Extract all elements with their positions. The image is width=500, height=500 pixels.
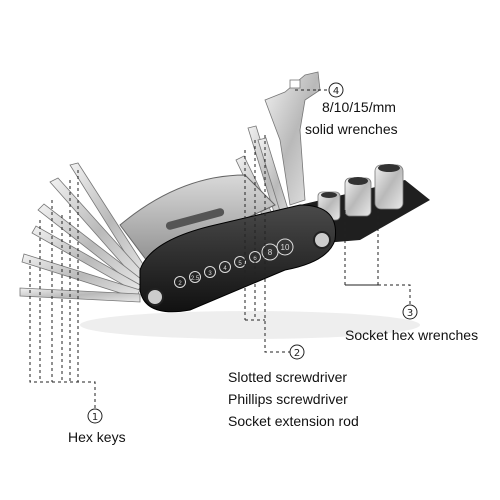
handle-size-marking: 5: [238, 261, 242, 267]
handle-size-ring: [234, 256, 246, 268]
handle-size-marking: 3: [208, 271, 212, 277]
callout-1-number: 1: [92, 412, 98, 423]
callout-4-line-1: 8/10/15/mm: [322, 99, 396, 115]
handle-size-marking: 10: [281, 243, 290, 252]
handle-size-marking: 2.5: [191, 276, 200, 282]
handle-size-marking: 4: [223, 266, 227, 272]
callout-3-number: 3: [407, 308, 413, 319]
callout-2-number: 2: [294, 348, 300, 359]
callout-badges: 4 3 2 1: [87, 82, 418, 424]
plate-slot: [165, 208, 225, 230]
tool-shadow: [80, 311, 420, 339]
callout-4-line-2: solid wrenches: [305, 121, 398, 137]
callout-2-line-1: Slotted screwdriver: [228, 369, 348, 385]
handle-size-ring: [174, 276, 186, 288]
solid-wrench: [264, 71, 321, 206]
handle-size-marking: 6: [253, 256, 257, 262]
hex-keys-group: [19, 162, 151, 303]
handle-size-marking: 2: [178, 281, 182, 287]
callout-lines: [29, 89, 411, 410]
handle-size-ring: [189, 271, 201, 283]
handle-size-ring: [276, 238, 294, 256]
handle-size-ring: [219, 261, 231, 273]
callout-4-number: 4: [333, 86, 339, 97]
handle-size-marking: 8: [268, 248, 273, 257]
black-handle: 2 2.5 3 4 5 6 8 10: [139, 204, 337, 313]
handle-size-ring: [261, 243, 279, 261]
callout-2-line-3: Socket extension rod: [228, 413, 359, 429]
callout-2-line-2: Phillips screwdriver: [228, 391, 348, 407]
callout-3-line-1: Socket hex wrenches: [345, 327, 479, 343]
callout-1-line-1: Hex keys: [68, 429, 126, 445]
handle-size-ring: [204, 266, 216, 278]
